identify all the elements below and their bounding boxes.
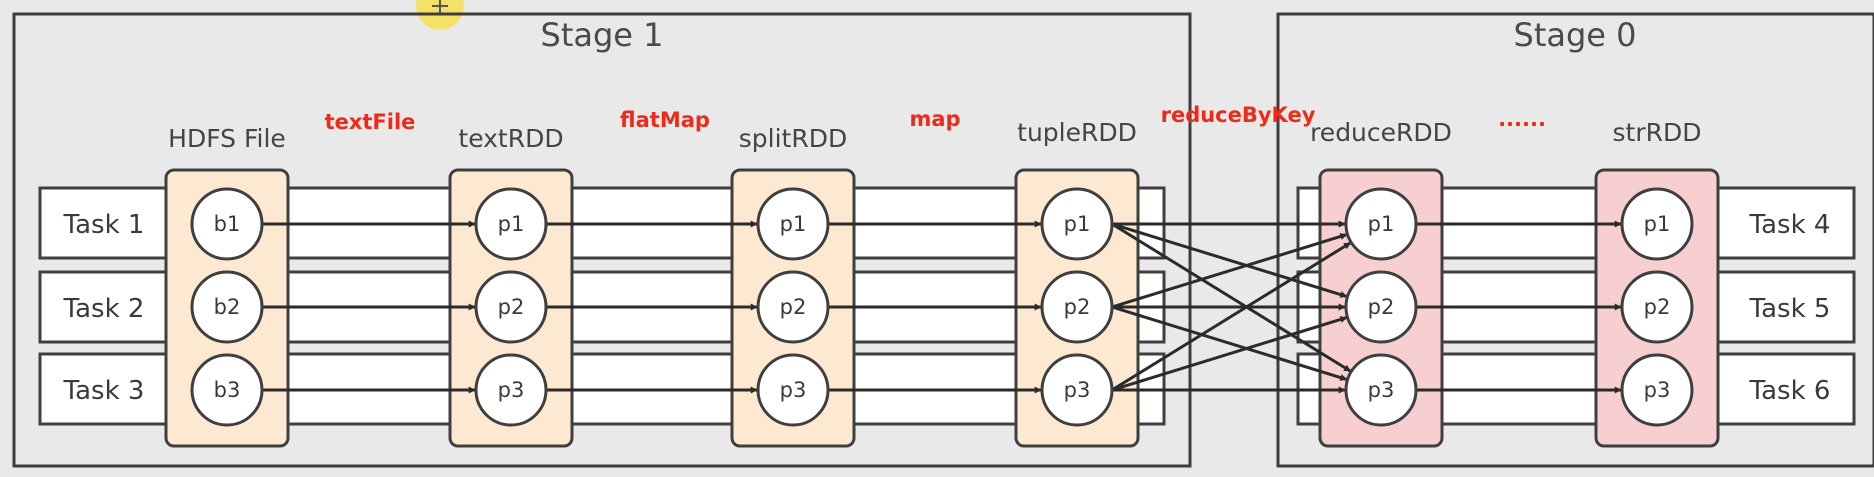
operation-label-map: map — [909, 107, 960, 131]
task-label: Task 3 — [63, 376, 145, 406]
partition-circle — [1040, 187, 1114, 261]
stage-0-title: Stage 0 — [1514, 16, 1637, 54]
shuffle-dependency-arrow — [1111, 316, 1348, 392]
partition-circle — [190, 270, 264, 344]
partition-node: b2 — [190, 270, 264, 344]
operation-label-flatmap: flatMap — [620, 108, 710, 132]
task-label: Task 1 — [63, 210, 145, 240]
dependency-arrows — [262, 220, 1622, 394]
partition-node: p2 — [1040, 270, 1114, 344]
task-label: Task 4 — [1749, 210, 1831, 240]
partition-circle — [756, 353, 830, 427]
partition-node: p1 — [1040, 187, 1114, 261]
partition-node: p2 — [474, 270, 548, 344]
partition-circle — [1344, 270, 1418, 344]
partition-label: b3 — [214, 378, 241, 402]
stage-1-title: Stage 1 — [541, 16, 664, 54]
partition-circle — [474, 270, 548, 344]
column-label: splitRDD — [739, 124, 847, 153]
partition-circle — [474, 353, 548, 427]
partition-label: p3 — [780, 378, 807, 402]
operation-label-textfile: textFile — [325, 110, 416, 134]
task-label: Task 2 — [63, 294, 145, 324]
column-label: strRDD — [1613, 118, 1702, 147]
partition-label: b1 — [214, 212, 241, 236]
partition-label: p3 — [498, 378, 525, 402]
partition-node: p1 — [1344, 187, 1418, 261]
partition-circle — [190, 187, 264, 261]
partition-label: p3 — [1064, 378, 1091, 402]
partition-label: p2 — [1064, 295, 1091, 319]
partition-circle — [1040, 353, 1114, 427]
partition-label: p1 — [1368, 212, 1395, 236]
partition-label: p3 — [1368, 378, 1395, 402]
partition-label: p2 — [1644, 295, 1671, 319]
operation-label-reducebykey: reduceByKey — [1161, 103, 1316, 127]
partition-label: p1 — [498, 212, 525, 236]
partition-circle — [1620, 270, 1694, 344]
partition-label: p1 — [1064, 212, 1091, 236]
partition-label: p3 — [1644, 378, 1671, 402]
partition-node: p1 — [474, 187, 548, 261]
partition-node: p2 — [756, 270, 830, 344]
partition-node: p3 — [1620, 353, 1694, 427]
shuffle-dependency-arrow — [1111, 222, 1352, 373]
partition-circle — [1620, 353, 1694, 427]
column-label: reduceRDD — [1310, 118, 1452, 147]
partition-circle — [756, 187, 830, 261]
partition-circle — [1620, 187, 1694, 261]
partition-node: p1 — [756, 187, 830, 261]
partition-label: p2 — [780, 295, 807, 319]
shuffle-dependency-arrow — [1111, 233, 1348, 309]
stage-0-frame — [1276, 12, 1874, 468]
operation-label-ellipsis: ...... — [1498, 107, 1546, 131]
partition-label: p1 — [1644, 212, 1671, 236]
partition-label: b2 — [214, 295, 241, 319]
partition-node: b3 — [190, 353, 264, 427]
partition-node: p2 — [1344, 270, 1418, 344]
partition-node: p3 — [1040, 353, 1114, 427]
task-label: Task 6 — [1749, 376, 1831, 406]
shuffle-dependency-arrow — [1111, 241, 1352, 392]
column-label: HDFS File — [168, 124, 286, 153]
partition-circle — [190, 353, 264, 427]
column-label: tupleRDD — [1017, 118, 1137, 147]
stage-1-frame — [12, 12, 1192, 468]
partition-circle — [756, 270, 830, 344]
partition-label: p2 — [1368, 295, 1395, 319]
partition-circle — [1344, 187, 1418, 261]
partition-node: p3 — [756, 353, 830, 427]
partition-label: p2 — [498, 295, 525, 319]
shuffle-dependency-arrow — [1111, 305, 1348, 381]
partition-node: p3 — [474, 353, 548, 427]
column-label: textRDD — [458, 124, 563, 153]
partition-node: p3 — [1344, 353, 1418, 427]
partition-circle — [1344, 353, 1418, 427]
partition-circle — [474, 187, 548, 261]
partition-node: p1 — [1620, 187, 1694, 261]
partition-node: b1 — [190, 187, 264, 261]
partition-label: p1 — [780, 212, 807, 236]
partition-nodes: b1 b2 b3 p1 p2 p3 p1 p2 p3 p1 p2 p3 p1 p2 p3 p1 p2 p3 — [190, 187, 1694, 427]
partition-node: p2 — [1620, 270, 1694, 344]
shuffle-dependency-arrow — [1111, 222, 1348, 298]
task-label: Task 5 — [1749, 294, 1831, 324]
partition-circle — [1040, 270, 1114, 344]
cursor-icon — [432, 0, 448, 14]
